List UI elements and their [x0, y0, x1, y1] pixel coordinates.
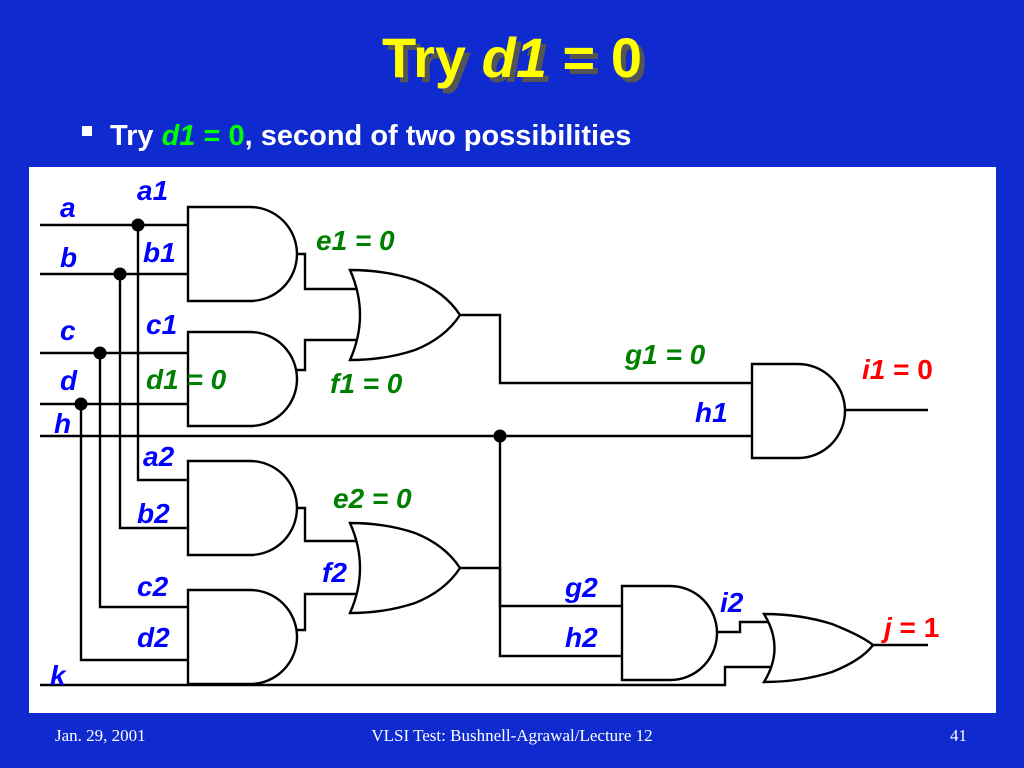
label-a2: a2 [143, 441, 175, 472]
wire-e1 [297, 252, 360, 291]
wire-a-branch [136, 225, 188, 482]
label-b2: b2 [137, 498, 170, 529]
and-gate-2 [186, 330, 299, 428]
bullet-highlight: d1 = 0 [162, 120, 245, 152]
junction-h [493, 429, 507, 443]
label-g2: g2 [564, 572, 598, 603]
label-d2: d2 [137, 622, 170, 653]
label-e2: e2 = 0 [333, 483, 412, 514]
label-output-j: j = 1 [880, 612, 939, 643]
title-suffix: = 0 [547, 26, 642, 89]
label-a: a [60, 192, 76, 223]
label-output-i1: i1 = 0 [862, 354, 933, 385]
label-h2: h2 [565, 622, 598, 653]
bullet-square-icon [82, 126, 92, 137]
and-gate-6 [620, 584, 719, 682]
footer-page-number: 41 [950, 726, 967, 745]
wire-f2 [297, 592, 360, 632]
junction-c [93, 346, 107, 360]
or-gate-3 [761, 612, 875, 684]
label-a1: a1 [137, 175, 168, 206]
circuit-diagram: a b c d h k a1 b1 c1 d1 = 0 a2 b2 c2 d2 … [40, 175, 939, 691]
wire-g2 [460, 566, 622, 608]
label-d1: d1 = 0 [146, 364, 227, 395]
labels: a b c d h k a1 b1 c1 d1 = 0 a2 b2 c2 d2 … [50, 175, 939, 691]
wire-g1 [460, 313, 752, 385]
label-i2: i2 [720, 587, 744, 618]
label-h1: h1 [695, 397, 728, 428]
wire-e2 [297, 506, 360, 543]
label-c2: c2 [137, 571, 169, 602]
label-c: c [60, 315, 76, 346]
wire-f1 [297, 338, 360, 372]
bullet-variable: d1 [161, 120, 196, 152]
label-c1: c1 [146, 309, 177, 340]
junctions [74, 218, 507, 443]
label-h: h [54, 408, 71, 439]
label-d: d [60, 365, 78, 396]
and-gate-1 [186, 205, 299, 303]
label-e1: e1 = 0 [316, 225, 395, 256]
label-f1: f1 = 0 [330, 368, 403, 399]
output-j-val: = 1 [892, 612, 939, 643]
or-gate-1 [348, 268, 462, 362]
circuit-panel: a b c d h k a1 b1 c1 d1 = 0 a2 b2 c2 d2 … [29, 167, 996, 713]
wire-d-branch [79, 404, 188, 662]
bullet-point: Try d1 = 0, second of two possibilities [82, 120, 631, 153]
label-b1: b1 [143, 237, 176, 268]
label-b: b [60, 242, 77, 273]
wires [40, 223, 928, 687]
label-k: k [50, 660, 67, 691]
label-f2: f2 [322, 557, 347, 588]
footer-date: Jan. 29, 2001 [55, 726, 146, 745]
bullet-prefix: Try [110, 120, 162, 152]
footer-course: VLSI Test: Bushnell-Agrawal/Lecture 12 [371, 726, 653, 745]
and-gate-3 [186, 459, 299, 557]
wire-h2 [498, 436, 622, 658]
output-i1-var: i1 [862, 354, 885, 385]
title-prefix: Try [382, 26, 482, 89]
output-j-var: j [880, 612, 893, 643]
title-variable: d1 [481, 26, 547, 89]
wire-i2 [716, 620, 770, 634]
and-gate-4 [186, 588, 299, 686]
bullet-rest: , second of two possibilities [244, 120, 632, 152]
wire-c-branch [98, 353, 188, 609]
label-g1: g1 = 0 [624, 339, 706, 370]
or-gate-2 [348, 521, 462, 615]
slide-title: Try d1 = 0 [0, 30, 1024, 86]
junction-d [74, 397, 88, 411]
junction-a [131, 218, 145, 232]
wire-k [40, 665, 770, 687]
output-i1-val: = 0 [885, 354, 932, 385]
junction-b [113, 267, 127, 281]
bullet-equals: = 0 [195, 120, 245, 152]
and-gate-5 [750, 362, 847, 460]
wire-b-branch [118, 274, 188, 530]
